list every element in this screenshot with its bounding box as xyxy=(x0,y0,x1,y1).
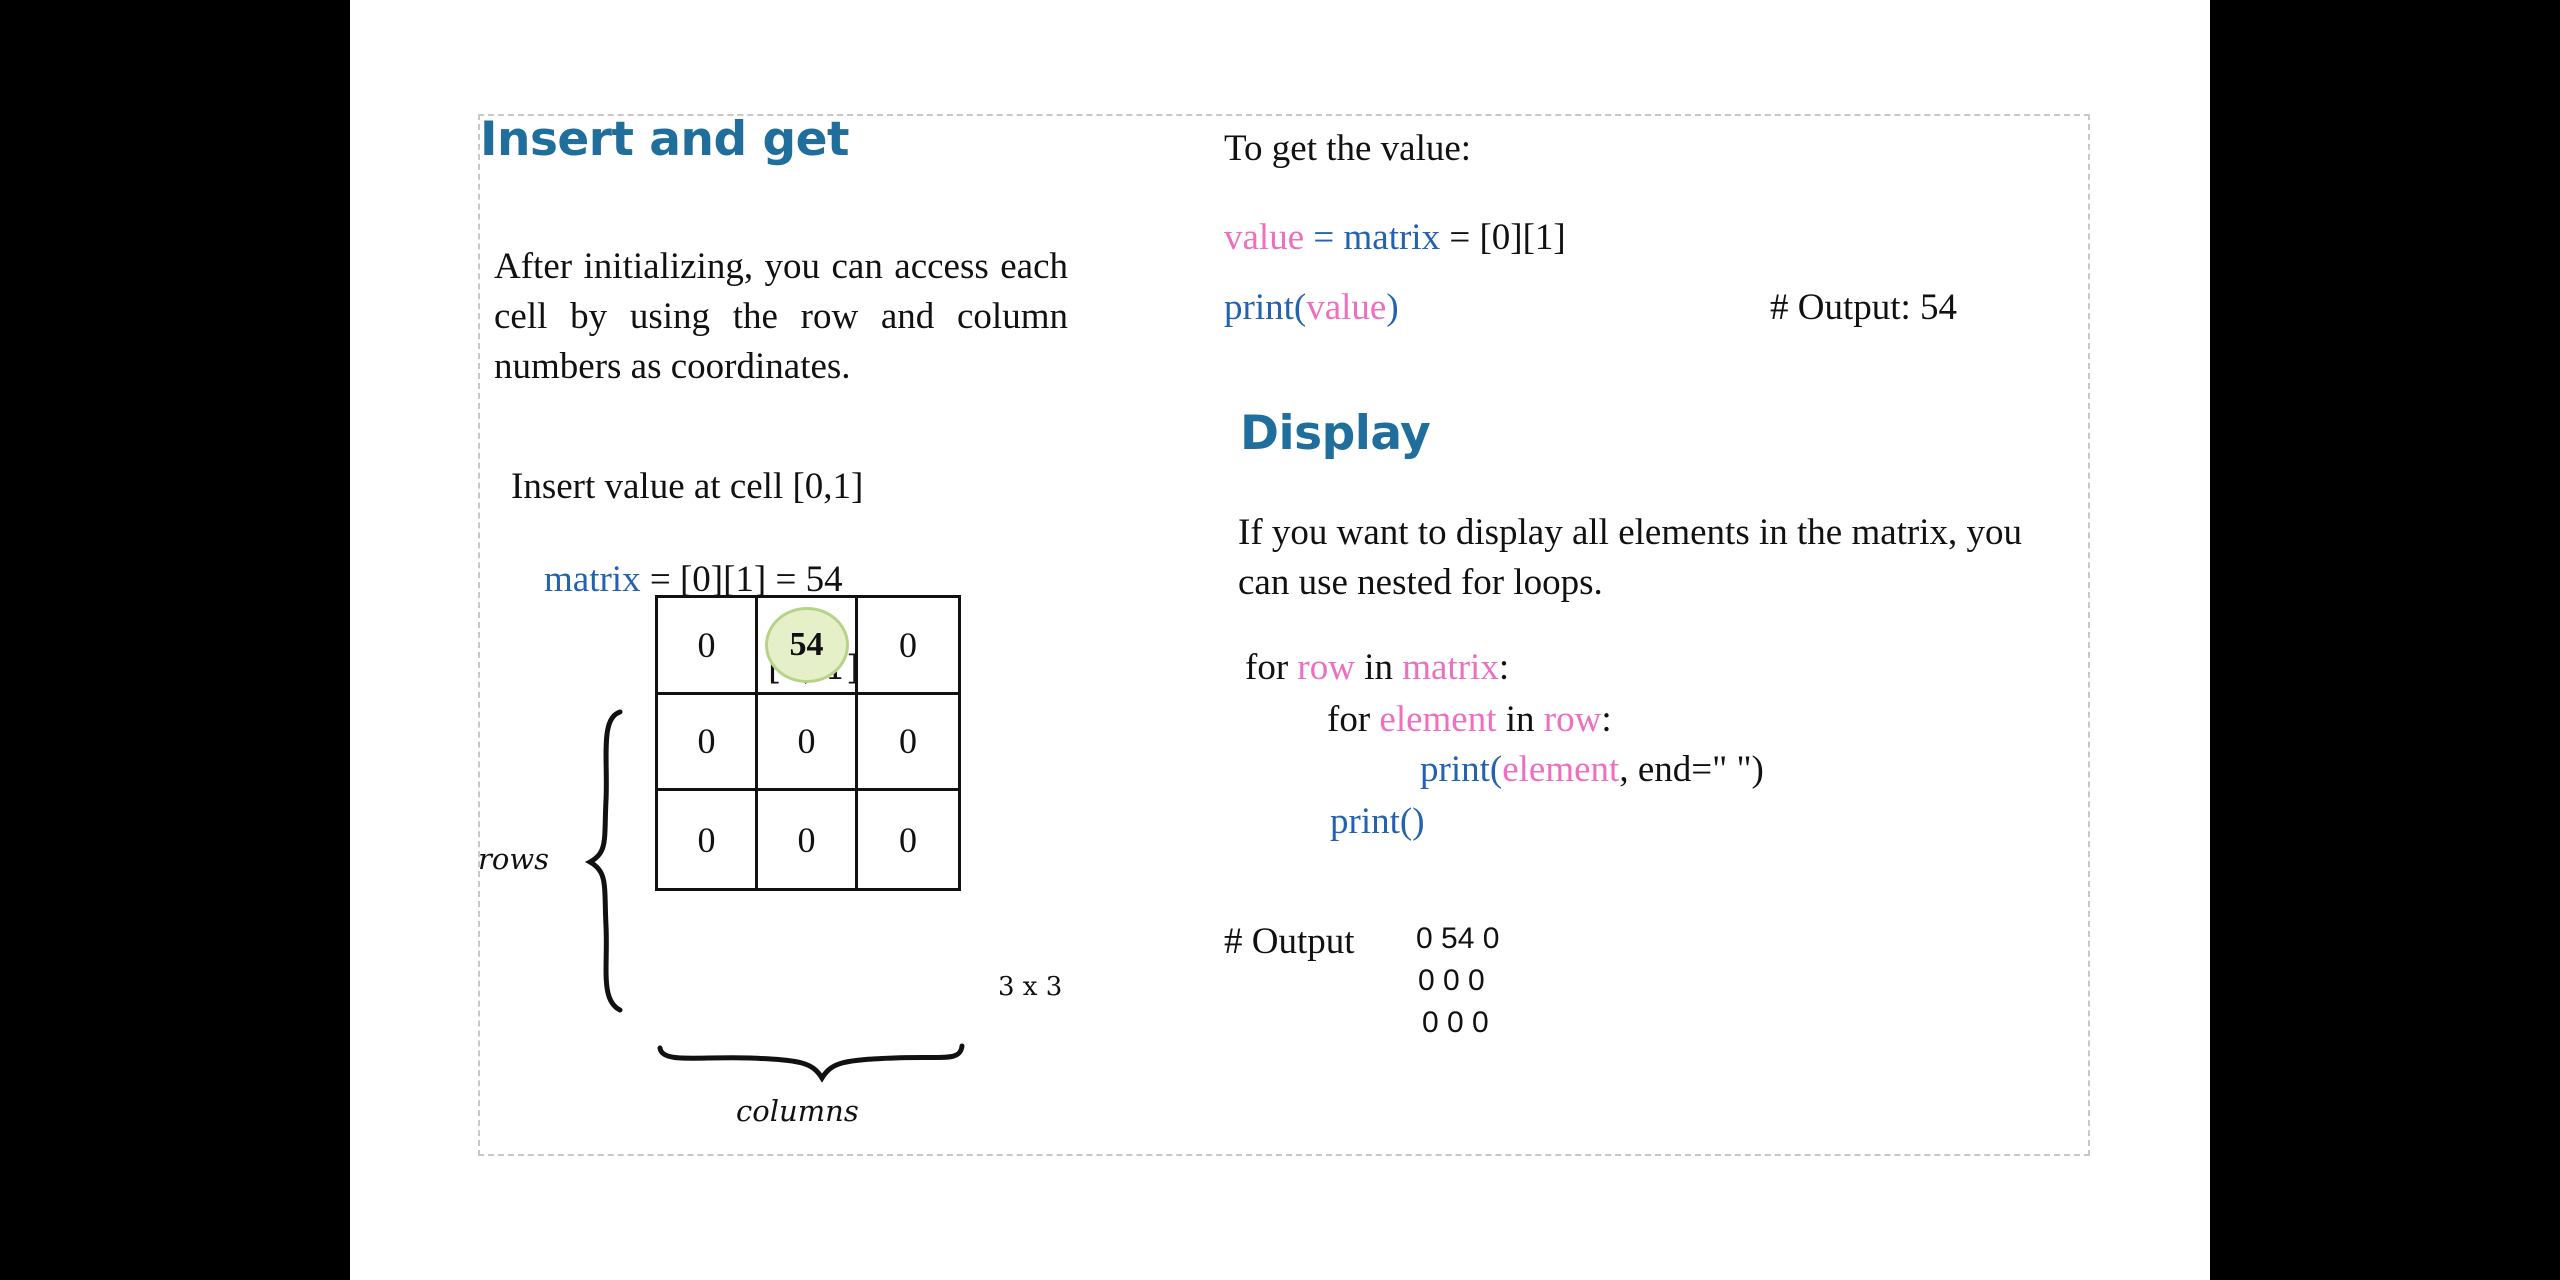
matrix-size-label: 3 x 3 xyxy=(998,972,1063,1002)
output-comment: # Output: 54 xyxy=(1770,287,1958,328)
intro-paragraph: After initializing, you can access each … xyxy=(494,246,1068,387)
matrix-cell: 0 xyxy=(899,819,917,860)
matrix-cell: 0 xyxy=(658,598,758,695)
code-matrix-var: matrix xyxy=(544,559,641,600)
content-frame xyxy=(478,114,2090,1156)
matrix-cell: 0 xyxy=(758,791,858,888)
output-line: 0 0 0 xyxy=(1418,964,1485,997)
output-label: # Output xyxy=(1224,921,1355,962)
loop-line-3: print(element, end=" ") xyxy=(1420,749,1764,790)
diagram-braces xyxy=(584,709,965,1083)
display-paragraph: If you want to display all elements in t… xyxy=(1238,512,2023,603)
display-heading: Display xyxy=(1240,406,1431,461)
output-line: 0 54 0 xyxy=(1416,922,1500,955)
matrix-cell: 0 xyxy=(858,598,958,695)
matrix-cell: 0 xyxy=(758,694,858,792)
print-code-line: print(value) xyxy=(1224,287,1399,328)
columns-label: columns xyxy=(736,1094,859,1128)
code-insert-rest: = [0][1] = 54 xyxy=(640,559,843,600)
insert-get-heading: Insert and get xyxy=(480,112,849,167)
loop-line-2: for element in row: xyxy=(1327,699,1612,740)
get-value-label: To get the value: xyxy=(1224,128,1472,169)
loop-line-4: print() xyxy=(1330,801,1425,842)
loop-line-1: for row in matrix: xyxy=(1245,647,1510,688)
matrix-cell: 0 xyxy=(658,694,758,792)
matrix-cell-highlighted: 54 xyxy=(758,598,858,695)
matrix-cell: 0 xyxy=(858,695,958,792)
matrix-grid: 0 54 0 0 0 0 0 0 0 xyxy=(655,595,961,891)
document-page: Insert and get After initializing, you c… xyxy=(350,0,2210,1280)
insert-label: Insert value at cell [0,1] xyxy=(511,466,864,507)
matrix-cell: 0 xyxy=(658,791,758,888)
insert-code-line: matrix = [0][1] = 54 xyxy=(544,558,843,601)
rows-label: rows xyxy=(478,842,550,876)
get-code-line: value = matrix = [0][1] xyxy=(1224,217,1566,258)
rows-brace xyxy=(584,709,623,1013)
output-line: 0 0 0 xyxy=(1422,1006,1489,1039)
columns-brace xyxy=(657,1043,965,1083)
